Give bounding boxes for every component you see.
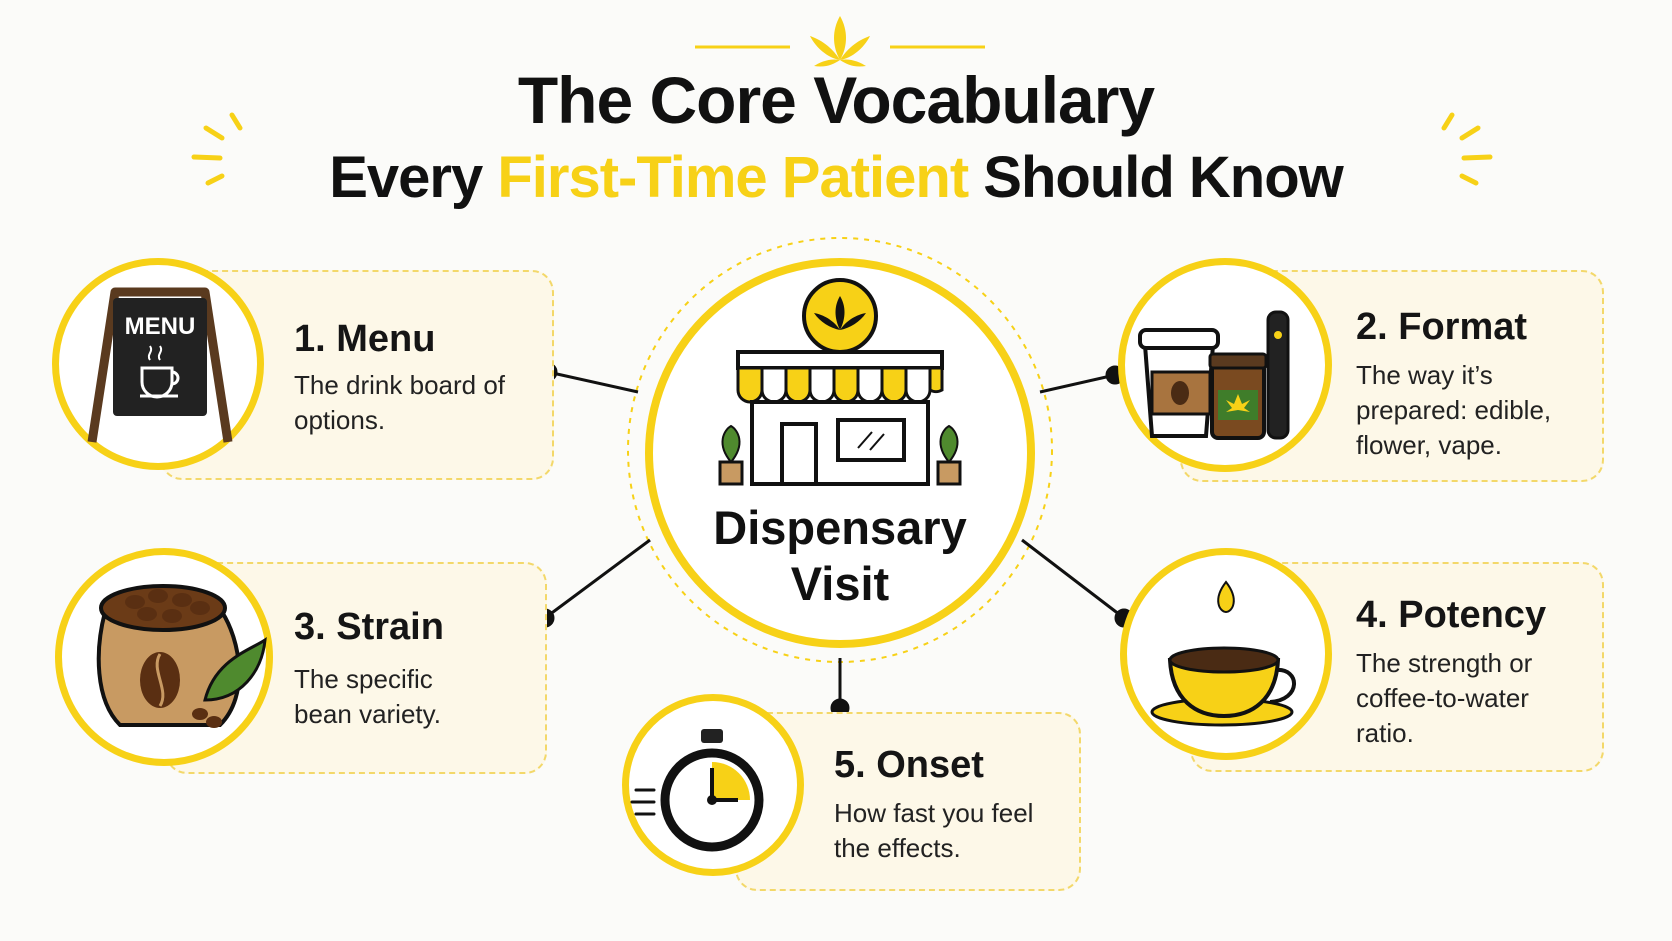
center-label-line2: Visit (790, 557, 890, 610)
term-heading-format: 2. Format (1356, 306, 1528, 348)
term-desc-format: The way it’s prepared: edible, flower, v… (1356, 360, 1552, 460)
coffee-cup-drop-icon (1150, 580, 1296, 727)
term-desc-potency: The strength or coffee-to-water ratio. (1356, 648, 1533, 748)
subtitle-accent: First-Time Patient (497, 145, 969, 210)
center-label: Dispensary Visit (660, 500, 1020, 612)
spark-left-icon (191, 112, 243, 186)
coffee-jar-vape-icon (1138, 310, 1290, 440)
page-title: The Core Vocabulary (517, 63, 1155, 137)
spark-right-icon (1441, 112, 1493, 186)
term-desc-strain: The specific bean variety. (294, 664, 441, 729)
page-subtitle: Every First-Time Patient Should Know (0, 144, 1672, 211)
subtitle-pre: Every (329, 145, 498, 210)
term-desc-menu: The drink board of options. (294, 370, 506, 435)
subtitle-post: Should Know (968, 145, 1343, 210)
storefront-icon (718, 278, 962, 486)
term-heading-onset: 5. Onset (834, 744, 984, 786)
term-heading-strain: 3. Strain (294, 606, 444, 648)
term-heading-menu: 1. Menu (294, 318, 436, 360)
menu-board-text: MENU (125, 313, 196, 340)
term-desc-onset: How fast you feel the effects. (834, 798, 1034, 863)
center-label-line1: Dispensary (713, 501, 967, 554)
stopwatch-icon (630, 729, 764, 852)
leaf-ornament-icon (810, 16, 870, 67)
menu-board-icon: MENU (87, 287, 233, 443)
term-heading-potency: 4. Potency (1356, 594, 1547, 636)
coffee-bean-sack-icon (96, 584, 267, 728)
